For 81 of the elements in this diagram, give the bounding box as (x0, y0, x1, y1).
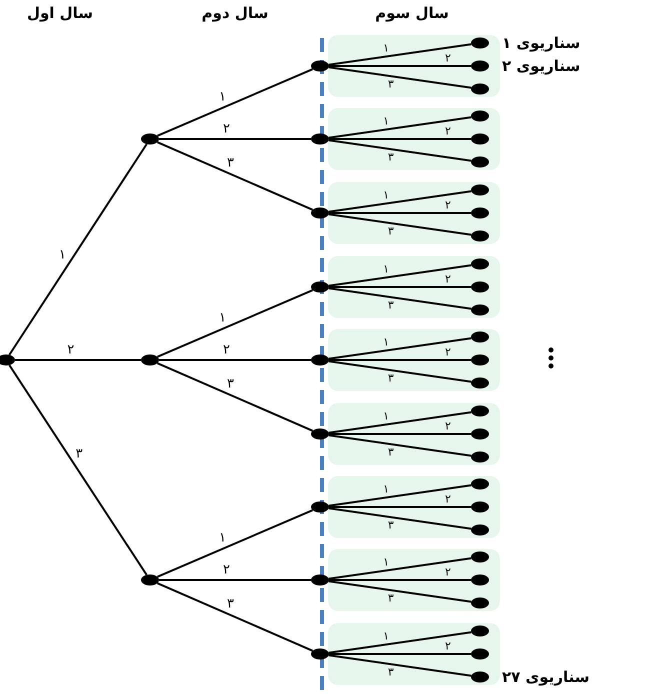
branch-node (141, 354, 159, 366)
edge-label: ۲ (444, 52, 452, 64)
edge-label: ۱ (382, 190, 390, 201)
branch-line (328, 337, 472, 360)
branch-line (328, 66, 472, 89)
branch-line (328, 557, 472, 580)
branch-node (311, 282, 329, 292)
edge-label: ۱ (382, 410, 390, 422)
column-heading: سال دوم (202, 4, 268, 22)
edge-label: ۲ (444, 200, 452, 210)
branch-line (329, 653, 471, 655)
edge-label: ۱ (382, 556, 390, 568)
branch-line (329, 212, 471, 214)
scenario-label: سناریوی ۱ (502, 34, 580, 52)
scenario-label: سناریوی ۲۷ (502, 668, 590, 686)
edge-label: ۱ (382, 484, 390, 495)
edge-label: ۱ (382, 336, 390, 348)
branch-node (311, 208, 329, 218)
branch-line (8, 144, 148, 356)
branch-node (311, 648, 329, 660)
branch-line (156, 289, 314, 358)
branch-line (15, 359, 141, 361)
edge-label: ۱ (382, 630, 390, 642)
branch-line (328, 411, 472, 434)
branch-line (328, 580, 472, 603)
branch-node (311, 60, 329, 72)
column-heading: سال سوم (375, 4, 449, 22)
branch-node (311, 428, 329, 440)
branch-line (328, 484, 472, 507)
branch-line (159, 138, 311, 140)
branch-line (329, 433, 471, 435)
branch-line (159, 359, 311, 361)
branch-line (159, 579, 311, 581)
edge-label: ۲ (444, 346, 452, 358)
column-heading: سال اول (26, 4, 94, 22)
branch-line (329, 579, 471, 581)
branch-line (329, 65, 471, 67)
branch-line (156, 509, 314, 578)
branch-line (329, 359, 471, 361)
branch-line (329, 506, 471, 508)
edge-label: ۲ (444, 494, 452, 504)
branch-line (328, 190, 472, 213)
branch-line (328, 360, 472, 383)
edge-label: ۱ (382, 116, 390, 127)
branch-line (156, 362, 314, 432)
branch-line (329, 138, 471, 140)
edge-label: ۲ (222, 122, 231, 136)
edge-label: ۲ (444, 274, 452, 284)
branch-line (328, 631, 472, 654)
edge-label: ۱ (382, 264, 390, 275)
edge-label: ۲ (66, 344, 76, 356)
branch-node (0, 354, 15, 366)
branch-line (328, 213, 472, 236)
edge-label: ۲ (222, 344, 231, 356)
edge-label: ۲ (444, 640, 452, 652)
branch-node (141, 574, 159, 586)
edge-label: ۱ (382, 42, 390, 54)
branch-line (328, 507, 472, 530)
branch-line (8, 364, 148, 576)
branch-line (156, 68, 314, 137)
branch-line (156, 141, 314, 211)
branch-line (328, 116, 472, 139)
edge-label: ۲ (222, 564, 231, 576)
branch-line (328, 287, 472, 310)
edge-label: ۳ (74, 447, 84, 460)
scenario-label: سناریوی ۲ (502, 57, 580, 75)
edge-label: ۲ (444, 126, 452, 136)
branch-node (311, 134, 329, 144)
branch-line (328, 139, 472, 162)
edge-label: ۲ (444, 566, 452, 578)
branch-node (141, 134, 159, 144)
branch-node (311, 502, 329, 512)
branch-line (328, 264, 472, 287)
branch-line (328, 434, 472, 457)
branch-line (329, 286, 471, 288)
branch-node (311, 354, 329, 366)
edge-label: ۲ (444, 420, 452, 432)
branch-line (328, 43, 472, 66)
branch-line (328, 654, 472, 677)
branch-line (156, 582, 314, 652)
branch-node (311, 574, 329, 586)
